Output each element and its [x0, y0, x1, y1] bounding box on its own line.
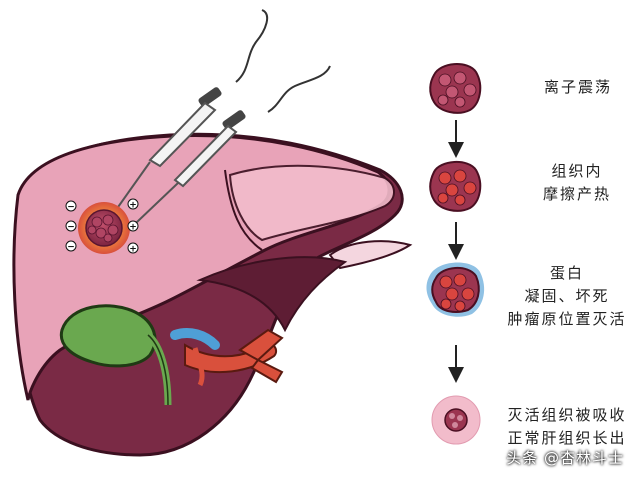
step-2-line-2: 摩擦产热 [542, 185, 611, 203]
probe-shaft-2 [173, 124, 238, 188]
liver-fissure [224, 169, 263, 251]
step-1-line-1: 离子震荡 [543, 78, 612, 96]
liver-tumor: − − − + + + [65, 198, 139, 255]
step-4-line-2: 正常肝组织长出 [507, 429, 627, 447]
step-3-line-1: 蛋白 [549, 264, 584, 282]
step-3-label: 蛋白 凝固、坏死 肿瘤原位置灭活 [494, 262, 640, 331]
step-2-label: 组织内 摩擦产热 [522, 160, 632, 206]
step-2-line-1: 组织内 [551, 162, 603, 180]
gallbladder-body [59, 304, 157, 368]
liver-caudate [196, 256, 348, 333]
sign-plus: + [129, 245, 137, 255]
probe-wire-1 [235, 9, 269, 83]
step-3-line-2: 凝固、坏死 [524, 287, 610, 305]
ablation-probe [105, 9, 331, 241]
probe-shaft-1 [148, 101, 217, 168]
step-4-tumor-icon [431, 395, 481, 445]
step-4-line-1: 灭活组织被吸收 [507, 406, 627, 424]
artery-branch-1 [238, 328, 284, 362]
artery-branch-2 [250, 358, 284, 384]
artery-down [192, 347, 205, 387]
probe-handle-1 [198, 87, 222, 107]
tumor-cells [87, 214, 119, 243]
step-3-tumor-icon [426, 262, 485, 317]
liver-left-lobe [228, 164, 395, 242]
watermark: 头条 @杏林斗士 [506, 449, 624, 467]
sign-minus: − [67, 243, 75, 253]
step-4-label: 灭活组织被吸收 正常肝组织长出 [494, 404, 640, 450]
sign-minus: − [67, 203, 75, 213]
sign-minus: − [67, 223, 75, 233]
liver [12, 132, 413, 457]
portal-vein [170, 328, 220, 350]
bile-duct-outline [147, 334, 169, 406]
step-2-tumor-icon [429, 161, 482, 212]
liver-edge [328, 240, 413, 270]
step-1-label: 离子震荡 [528, 76, 628, 99]
sign-plus: + [129, 223, 137, 233]
probe-wire-2 [267, 65, 331, 113]
step-3-line-3: 肿瘤原位置灭活 [507, 310, 627, 328]
probe-signs: − − − + + + [65, 198, 139, 255]
step-1-tumor-icon [429, 63, 482, 114]
probe-handle-2 [222, 110, 246, 130]
gallbladder [59, 304, 172, 406]
portal-vessels [170, 328, 284, 387]
sign-plus: + [129, 201, 137, 211]
